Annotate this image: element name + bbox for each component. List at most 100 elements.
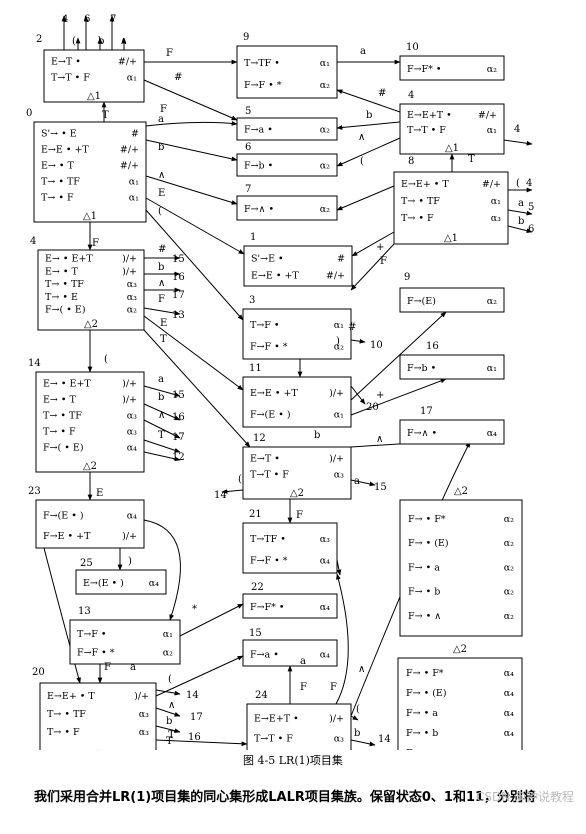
- state-box: [236, 195, 338, 221]
- transition-symbol: E: [96, 488, 103, 499]
- transition-symbol: F: [160, 104, 167, 115]
- state-number: 4: [30, 236, 36, 247]
- item-lookahead: α₃: [139, 727, 149, 738]
- item-production: T→F •: [250, 320, 280, 331]
- transition-symbol: ∧: [358, 132, 365, 143]
- item-lookahead: α₃: [127, 410, 137, 421]
- item-lookahead: α₃: [334, 469, 344, 480]
- transition-symbol: 15: [172, 254, 185, 265]
- transition-symbol: T: [102, 110, 109, 121]
- item-production: E→E+ • T: [47, 691, 95, 702]
- transition-symbol: 7: [110, 14, 116, 25]
- closure-marker: △1: [445, 143, 459, 154]
- transition-symbol: 15: [374, 482, 387, 493]
- state-21: 22F→F* •α₄: [242, 582, 338, 619]
- item-lookahead: α₃: [320, 534, 330, 545]
- item-lookahead: α₄: [320, 555, 330, 566]
- transition-arrow: [143, 451, 181, 462]
- transition-symbol: ∧: [158, 170, 165, 181]
- transition-symbol: F: [330, 682, 337, 693]
- transition-symbol: 15: [172, 390, 185, 401]
- state-number: 7: [245, 184, 251, 195]
- state-number: 0: [26, 108, 32, 119]
- state-box: [399, 287, 505, 313]
- transition-arrow: [145, 209, 244, 321]
- state-box: [33, 121, 147, 223]
- item-production: F→(E • ): [250, 409, 291, 420]
- transition-symbol: #: [158, 244, 166, 255]
- transition-arrow: [143, 315, 244, 391]
- state-number: 2: [36, 34, 42, 45]
- transition-arrow: [350, 479, 376, 487]
- transition-symbol: (: [238, 474, 242, 485]
- state-22: 13T→F •α₁F→F • *α₂: [69, 606, 181, 665]
- state-18: 23F→(E • )α₄F→E • +T)/+: [28, 486, 145, 549]
- transition-symbol: (: [72, 36, 76, 47]
- closure-marker: △2: [84, 319, 98, 330]
- transition-symbol: 16: [172, 412, 185, 423]
- state-box: [69, 619, 181, 665]
- state-box: [35, 499, 145, 549]
- state-11: 3T→F •α₁F→F • *α₂: [242, 295, 352, 360]
- item-lookahead: α₁: [129, 192, 139, 203]
- state-16: 17F→∧ •α₄: [399, 406, 505, 445]
- item-production: F→a •: [250, 649, 279, 660]
- item-lookahead: α₁: [320, 58, 330, 69]
- item-lookahead: α₁: [487, 125, 497, 136]
- item-lookahead: α₃: [491, 213, 501, 224]
- transition-arrow: [43, 547, 81, 684]
- transition-symbol: 4: [526, 178, 532, 189]
- transition-symbol: T: [160, 334, 167, 345]
- item-production: T→T • F: [51, 72, 90, 83]
- state-box: [246, 703, 352, 750]
- transition-symbol: +: [376, 390, 384, 401]
- transition-symbol: ): [128, 556, 132, 567]
- state-12: 9F→(E)α₂: [399, 272, 505, 313]
- transition-symbol: a: [360, 46, 366, 57]
- item-lookahead: α₂: [163, 648, 173, 659]
- transition-symbol: E: [160, 318, 167, 329]
- item-lookahead: #/+: [482, 179, 501, 190]
- transition-symbol: #: [174, 72, 182, 83]
- state-2: 9T→TF •α₁F→F • *α₂: [236, 32, 338, 99]
- state-box: [37, 249, 145, 331]
- legend-production: F→ • (E): [406, 688, 447, 699]
- state-number: 8: [408, 156, 414, 167]
- legend-production: F→ • a: [408, 562, 440, 573]
- item-lookahead: α₂: [320, 80, 330, 91]
- transition-arrow: [507, 225, 533, 234]
- item-production: E→E • +T: [41, 144, 89, 155]
- item-lookahead: )/+: [329, 388, 344, 399]
- transition-symbol: a: [300, 656, 306, 667]
- transition-arrow: [145, 175, 238, 205]
- transition-symbol: (: [168, 674, 172, 685]
- item-lookahead: #: [131, 128, 139, 139]
- item-lookahead: α₁: [334, 409, 344, 420]
- transition-symbol: b: [314, 430, 320, 441]
- transition-arrow: [336, 89, 401, 113]
- transition-symbol: 6: [84, 14, 90, 25]
- transition-symbol: F: [380, 256, 387, 267]
- transition-symbol: T: [168, 730, 175, 741]
- state-number: 4: [408, 90, 414, 101]
- state-box: [399, 419, 505, 445]
- transition-arrow: [350, 338, 366, 344]
- transition-arrow: [143, 79, 238, 121]
- transition-symbol: T: [158, 430, 165, 441]
- item-lookahead: )/+: [122, 531, 137, 542]
- state-number: 6: [245, 142, 251, 153]
- transition-symbol: +: [376, 242, 384, 253]
- legend-lookahead: α₄: [504, 708, 514, 719]
- item-production: E→(E • ): [83, 578, 124, 589]
- state-number: 15: [249, 628, 262, 639]
- transition-symbol: ∧: [358, 664, 365, 675]
- state-number: 14: [28, 358, 41, 369]
- state-number: 13: [78, 606, 91, 617]
- item-lookahead: )/+: [122, 378, 137, 389]
- transition-arrow: [351, 231, 395, 257]
- state-box: [243, 245, 353, 287]
- transition-symbol: (: [104, 354, 108, 365]
- transition-arrow: [336, 121, 401, 130]
